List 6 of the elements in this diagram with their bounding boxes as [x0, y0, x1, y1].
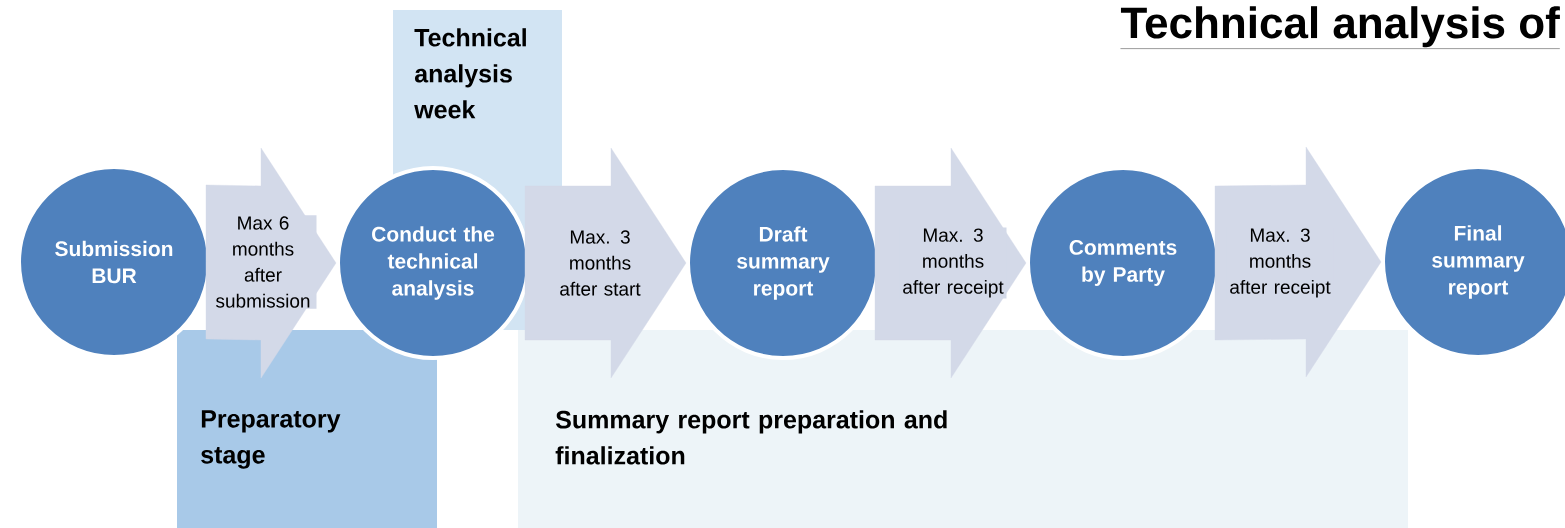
stage-band: Preparatory stage — [177, 330, 437, 528]
stage-band: Summary report preparation and finalization — [518, 330, 1408, 528]
title: Technical analysis of — [1120, 6, 1560, 49]
edge-label: Max 6 months after submission — [209, 215, 317, 309]
edge-label: Max. 3 months after receipt — [899, 227, 1007, 299]
edge-label: Max. 3 months after receipt — [1226, 227, 1334, 299]
